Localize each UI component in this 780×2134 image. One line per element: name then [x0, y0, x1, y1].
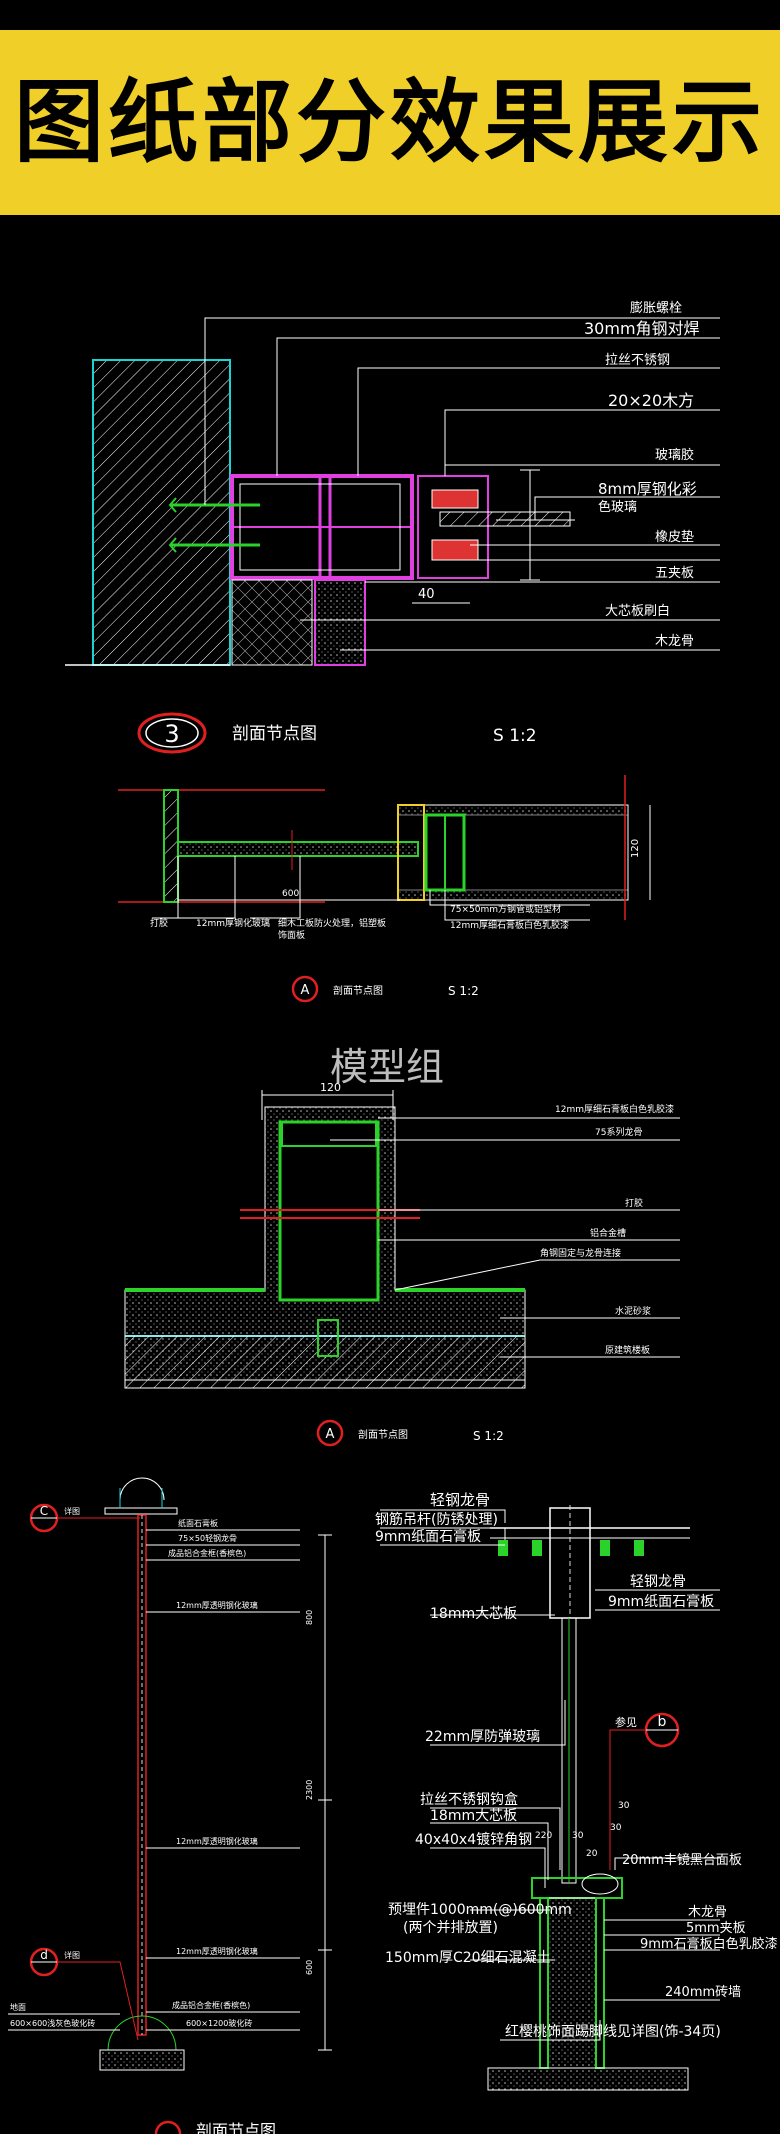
svg-text:d: d [40, 1948, 48, 1962]
detail-badge-a2 [316, 1419, 344, 1447]
label-glue: 打胶 [150, 917, 168, 929]
label-plywood: 五夹板 [655, 566, 694, 581]
label-keel-r2: 轻钢龙骨 [630, 1574, 686, 1590]
ref-detail-c: 详图 [64, 1506, 80, 1516]
section-1-drawing: 40 膨胀螺栓 30mm角钢对焊 拉丝不锈钢 20×20木方 玻璃胶 8mm厚钢… [65, 301, 720, 754]
label-floor-slab: 原建筑楼板 [605, 1344, 650, 1356]
label-bulletproof-glass: 22mm厚防弹玻璃 [425, 1728, 540, 1745]
badge-number: 3 [164, 720, 179, 748]
svg-text:C: C [40, 1504, 48, 1518]
dim-120-top: 120 [320, 1081, 341, 1094]
section2-caption: 剖面节点图 [333, 984, 383, 997]
section3-scale: S 1:2 [473, 1429, 504, 1443]
label-aluminum-channel: 铝合金槽 [590, 1227, 626, 1239]
section2-scale: S 1:2 [448, 984, 479, 998]
label-skirting: 红樱桃饰面踢脚线见详图(饰-34页) [505, 2023, 721, 2040]
label-color-glass: 色玻璃 [598, 499, 637, 515]
label-brushed-steel: 拉丝不锈钢 [605, 353, 670, 368]
label-wood-keel: 木龙骨 [655, 634, 694, 649]
banner-title: 图纸部分效果展示 [14, 70, 766, 175]
detail-badge-a [291, 975, 319, 1003]
label-wood-keel-r: 木龙骨 [688, 1905, 727, 1920]
detail-badge-3 [137, 712, 207, 754]
label-grey-tile: 600×600浅灰色玻化砖 [10, 2018, 95, 2028]
svg-text:b: b [658, 1714, 667, 1730]
vdim-800: 800 [305, 1610, 314, 1625]
label-steel-tube: 75×50mm方钢管或铝型材 [450, 903, 561, 915]
label-75-keel: 75系列龙骨 [595, 1126, 642, 1138]
label-9mm-gypsum-r2: 9mm纸面石膏板 [608, 1593, 714, 1610]
label-keel-r1: 轻钢龙骨 [430, 1491, 490, 1509]
vdim-600: 600 [305, 1960, 314, 1975]
dim-120: 120 [630, 839, 641, 858]
label-wood-batten: 20×20木方 [608, 391, 694, 410]
label-steel-hanger: 钢筋吊杆(防锈处理) [375, 1511, 498, 1528]
title-banner: 图纸部分效果展示 [0, 30, 780, 215]
label-side-by-side: (两个并排放置) [403, 1920, 498, 1936]
section-4-left-drawing: 800 2300 600 纸面石膏板 75×50轻钢龙骨 成品铝合金框(香槟色)… [8, 1477, 332, 2071]
label-18mm-core-r2: 18mm大芯板 [430, 1808, 517, 1824]
dim-600: 600 [282, 889, 299, 899]
label-light-keel: 75×50轻钢龙骨 [178, 1533, 237, 1543]
ref-see-also: 参见 [615, 1715, 637, 1729]
label-expansion-bolt: 膨胀螺栓 [630, 301, 682, 316]
section-2-drawing: 120 600 打胶 12mm厚钢化玻璃 细木工板防火处理，铝塑板 饰面板 75… [118, 775, 651, 1003]
label-glass-glue: 玻璃胶 [655, 447, 694, 463]
bottom-caption-partial: 剖面节点图 [196, 2121, 276, 2134]
label-gypsum-paint: 12mm厚细石膏板白色乳胶漆 [555, 1103, 674, 1115]
label-brick-wall: 240mm砖墙 [665, 1985, 741, 2000]
sdim-30c: 30 [618, 1801, 630, 1811]
label-angle-steel: 30mm角钢对焊 [584, 319, 700, 338]
label-fireproof-board: 细木工板防火处理，铝塑板 [278, 917, 386, 929]
label-alu-frame-top: 成品铝合金框(香槟色) [168, 1548, 246, 1558]
section1-caption: 剖面节点图 [232, 724, 317, 744]
label-core-board: 大芯板刷白 [605, 603, 670, 619]
label-tempered-glass: 8mm厚钢化彩 [598, 480, 697, 498]
bottom-badge-partial [154, 2120, 182, 2134]
label-glass-2: 12mm厚透明钢化玻璃 [176, 1836, 258, 1846]
label-5mm-plywood: 5mm夹板 [686, 1921, 746, 1936]
label-vitrified-tile: 600×1200玻化砖 [186, 2018, 252, 2028]
label-glass-3: 12mm厚透明钢化玻璃 [176, 1946, 258, 1956]
label-glass-1: 12mm厚透明钢化玻璃 [176, 1600, 258, 1610]
label-steel-box: 拉丝不锈钢钩盒 [420, 1791, 518, 1808]
label-18mm-core-r1: 18mm大芯板 [430, 1606, 517, 1622]
label-veneer: 饰面板 [278, 929, 305, 941]
svg-text:A: A [326, 1427, 335, 1442]
section-3-drawing: 120 12mm厚细石膏板白色乳胶漆 75系列龙骨 打胶 铝合金槽 角钢固定与龙… [124, 1081, 680, 1447]
label-glue-3: 打胶 [625, 1197, 643, 1209]
label-9mm-paint: 9mm石膏板白色乳胶漆 [640, 1936, 778, 1952]
label-embedded-part: 预埋件1000mm(@)600mm [388, 1902, 572, 1918]
label-12mm-glass: 12mm厚钢化玻璃 [196, 917, 270, 929]
section-4-right-drawing: 轻钢龙骨 钢筋吊杆(防锈处理) 9mm纸面石膏板 轻钢龙骨 9mm纸面石膏板 1… [375, 1491, 778, 2091]
sdim-220: 220 [535, 1831, 552, 1841]
label-alu-frame-bottom: 成品铝合金框(香槟色) [172, 2000, 250, 2010]
label-floor: 地面 [10, 2002, 26, 2012]
label-c20-concrete: 150mm厚C20细石混凝土 [385, 1950, 551, 1966]
svg-text:A: A [301, 983, 310, 998]
label-galvanized-angle: 40x40x4镀锌角钢 [415, 1831, 532, 1848]
label-9mm-gypsum-r1: 9mm纸面石膏板 [375, 1528, 481, 1545]
section1-scale: S 1:2 [493, 726, 537, 746]
vdim-2300: 2300 [305, 1780, 314, 1800]
label-rubber-pad: 橡皮垫 [655, 529, 694, 545]
label-counter-top: 20mm丰镜黑台面板 [622, 1853, 742, 1868]
section3-caption: 剖面节点图 [358, 1428, 408, 1441]
dim-40: 40 [418, 587, 435, 602]
label-angle-connection: 角钢固定与龙骨连接 [540, 1247, 621, 1259]
sdim-30b: 30 [610, 1823, 622, 1833]
watermark: 模型组 [330, 1045, 444, 1089]
label-cement-mortar: 水泥砂浆 [615, 1305, 651, 1317]
sdim-30a: 30 [572, 1831, 584, 1841]
sdim-20: 20 [586, 1849, 598, 1859]
label-gypsum-board: 12mm厚细石膏板白色乳胶漆 [450, 919, 569, 931]
wall-hatch [92, 359, 231, 666]
label-paper-gypsum: 纸面石膏板 [178, 1518, 218, 1528]
ref-detail-d: 详图 [64, 1950, 80, 1960]
